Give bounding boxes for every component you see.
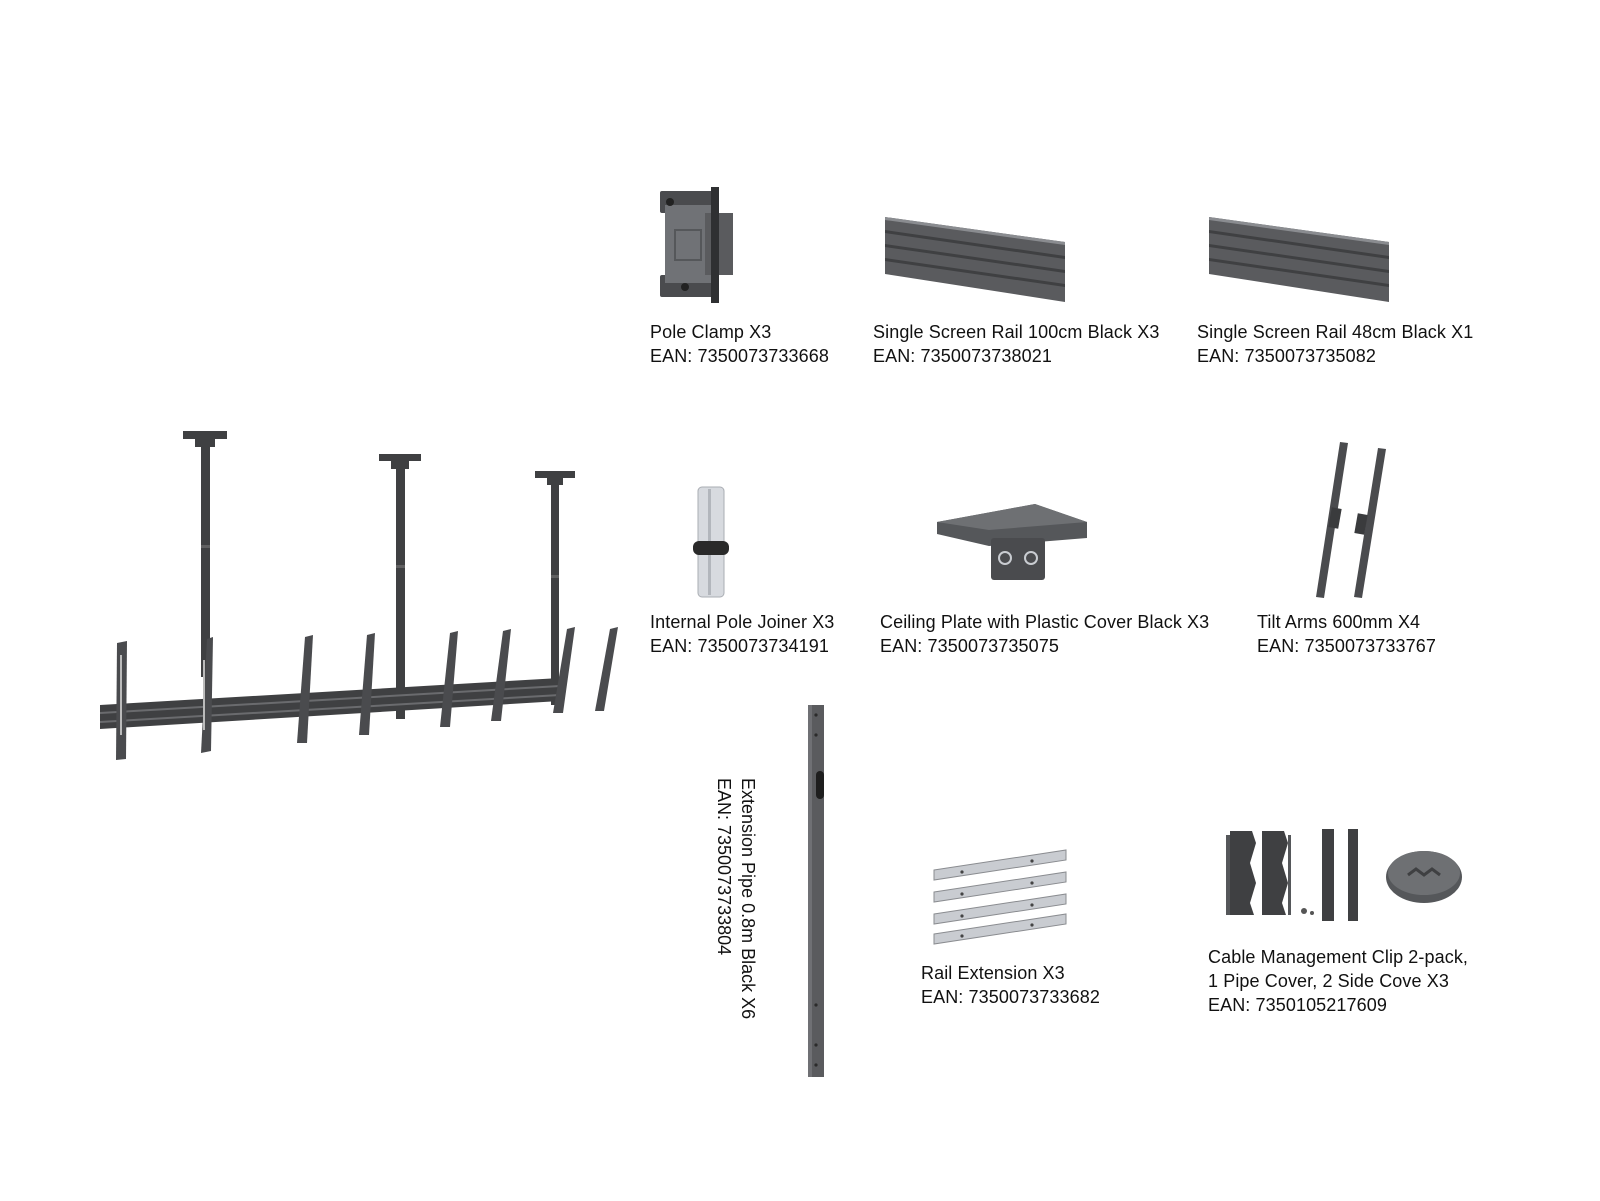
cable-management-ean: EAN: 7350105217609	[1208, 995, 1387, 1015]
cable-management-name-line2: 1 Pipe Cover, 2 Side Cove X3	[1208, 971, 1449, 991]
extension-pipe-image	[808, 705, 824, 1077]
assembled-ceiling-mount-image	[100, 431, 618, 760]
tilt-arms-image	[1316, 442, 1386, 598]
ceiling-plate-label: Ceiling Plate with Plastic Cover Black X…	[880, 610, 1209, 658]
extension-pipe-label: Extension Pipe 0.8m Black X6 EAN: 735007…	[712, 778, 760, 1019]
tilt-arms-ean: EAN: 7350073733767	[1257, 636, 1436, 656]
extension-pipe-name: Extension Pipe 0.8m Black X6	[738, 778, 758, 1020]
cable-management-image	[1226, 829, 1462, 921]
pole-joiner-ean: EAN: 7350073734191	[650, 636, 829, 656]
rail-extension-ean: EAN: 7350073733682	[921, 987, 1100, 1007]
pole-clamp-image	[660, 187, 733, 303]
cable-management-label: Cable Management Clip 2-pack, 1 Pipe Cov…	[1208, 945, 1468, 1017]
internal-pole-joiner-image	[693, 486, 729, 598]
ceiling-plate-ean: EAN: 7350073735075	[880, 636, 1059, 656]
pole-joiner-label: Internal Pole Joiner X3 EAN: 73500737341…	[650, 610, 834, 658]
ceiling-plate-image	[937, 504, 1087, 580]
rail-extension-name: Rail Extension X3	[921, 963, 1065, 983]
rail-48cm-image	[1209, 217, 1389, 302]
pole-clamp-ean: EAN: 7350073733668	[650, 346, 829, 366]
cable-management-name-line1: Cable Management Clip 2-pack,	[1208, 947, 1469, 967]
ceiling-plate-name: Ceiling Plate with Plastic Cover Black X…	[880, 612, 1210, 632]
rail-48-name: Single Screen Rail 48cm Black X1	[1197, 322, 1474, 342]
rail-extension-image	[933, 849, 1067, 945]
rail-100-ean: EAN: 7350073738021	[873, 346, 1052, 366]
rail-48-label: Single Screen Rail 48cm Black X1 EAN: 73…	[1197, 320, 1473, 368]
pole-clamp-name: Pole Clamp X3	[650, 322, 772, 342]
pole-joiner-name: Internal Pole Joiner X3	[650, 612, 835, 632]
pole-clamp-label: Pole Clamp X3 EAN: 7350073733668	[650, 320, 829, 368]
rail-extension-label: Rail Extension X3 EAN: 7350073733682	[921, 961, 1100, 1009]
rail-48-ean: EAN: 7350073735082	[1197, 346, 1376, 366]
tilt-arms-label: Tilt Arms 600mm X4 EAN: 7350073733767	[1257, 610, 1436, 658]
tilt-arms-name: Tilt Arms 600mm X4	[1257, 612, 1421, 632]
rail-100cm-image	[885, 217, 1065, 302]
extension-pipe-ean: EAN: 7350073733804	[714, 778, 734, 956]
rail-100-name: Single Screen Rail 100cm Black X3	[873, 322, 1160, 342]
rail-100-label: Single Screen Rail 100cm Black X3 EAN: 7…	[873, 320, 1159, 368]
